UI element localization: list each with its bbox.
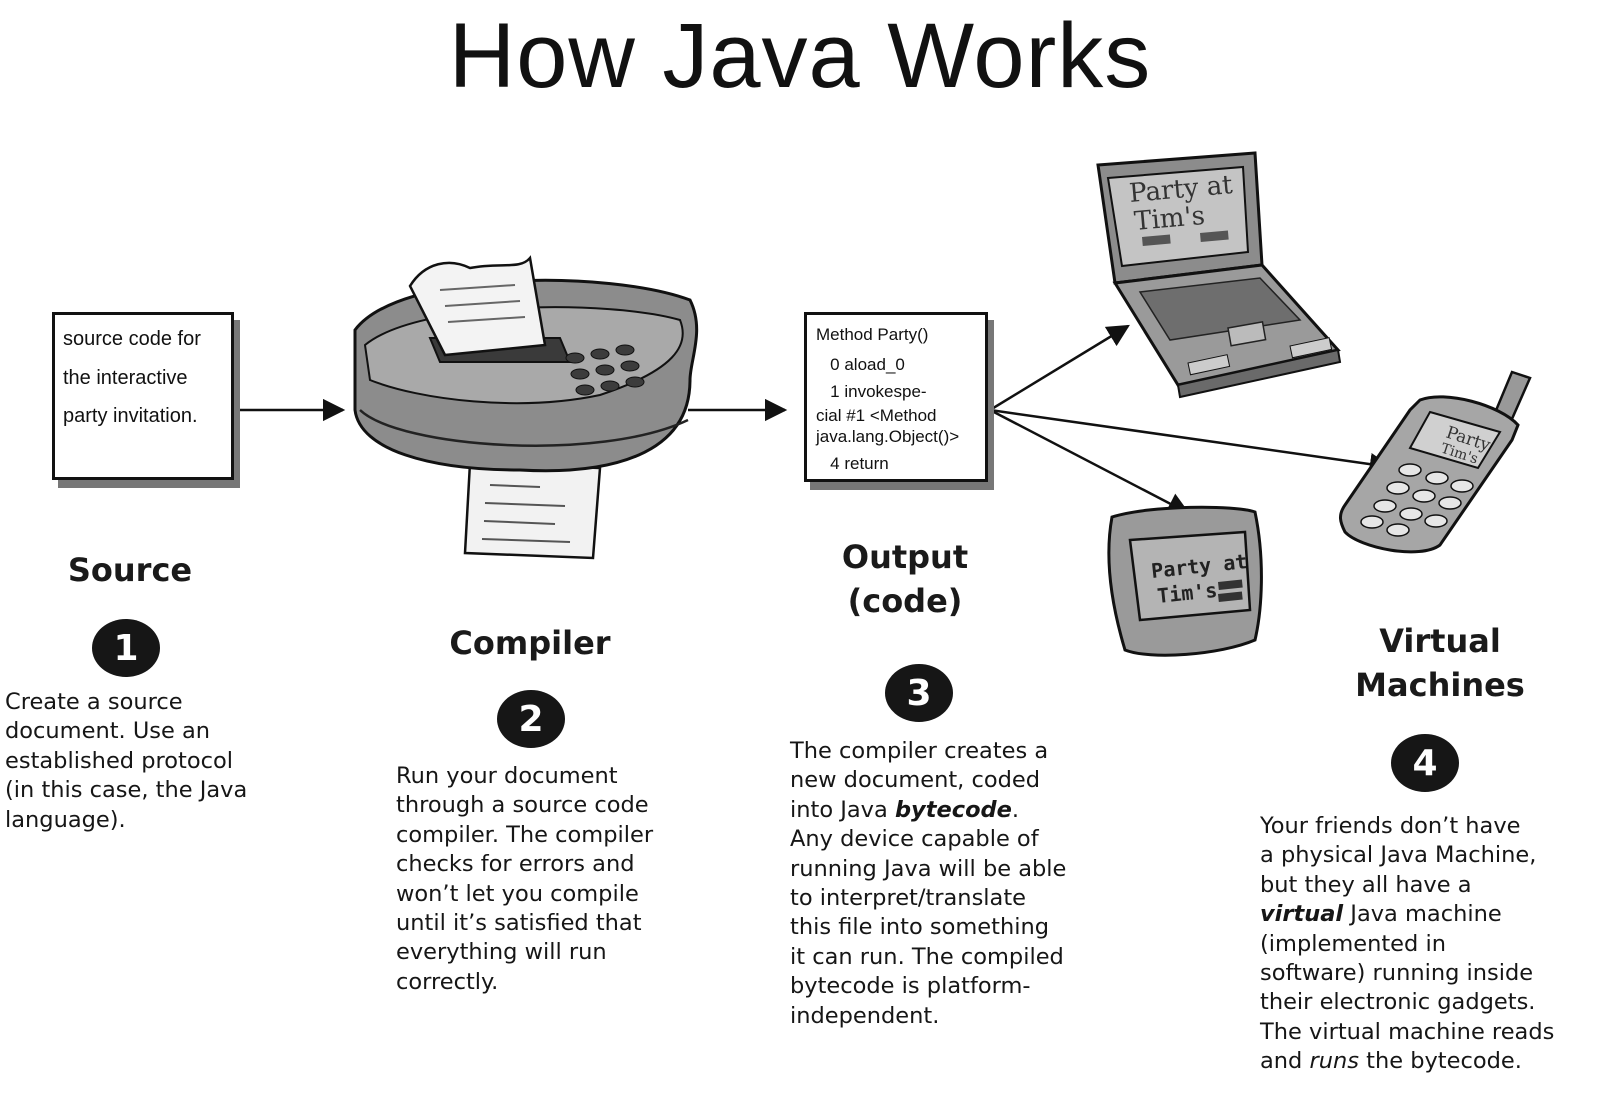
desc-line: their electronic gadgets. xyxy=(1260,989,1536,1016)
vm-label-line: Machines xyxy=(1355,666,1525,704)
desc-line: but they all have a xyxy=(1260,871,1472,898)
source-code-box: source code for the interactive party in… xyxy=(52,312,234,480)
page-title: How Java Works xyxy=(448,5,1152,107)
output-description: The compiler creates a new document, cod… xyxy=(790,737,1130,1031)
desc-text: and xyxy=(1260,1048,1310,1075)
bytecode-line: 0 aload_0 xyxy=(816,355,905,374)
output-label: Output (code) xyxy=(830,535,980,623)
desc-line: until it’s satisfied that xyxy=(396,910,642,937)
source-description: Create a source document. Use an establi… xyxy=(5,688,305,835)
desc-line: and runs the bytecode. xyxy=(1260,1047,1600,1076)
vm-description: Your friends don’t have a physical Java … xyxy=(1260,812,1600,1077)
source-box-line: the interactive xyxy=(63,366,188,389)
desc-line: software) running inside xyxy=(1260,960,1534,987)
desc-line: running Java will be able xyxy=(790,855,1067,882)
desc-line: (implemented in xyxy=(1260,930,1446,957)
desc-line: Your friends don’t have xyxy=(1260,813,1521,839)
desc-line: correctly. xyxy=(396,968,499,995)
desc-emphasis-runs: runs xyxy=(1309,1048,1359,1075)
arrow-output-to-laptop xyxy=(989,324,1130,412)
bytecode-box: Method Party() 0 aload_0 1 invokespe- ci… xyxy=(804,312,988,482)
source-box-line: party invitation. xyxy=(63,405,198,427)
bytecode-line: 1 invokespe- xyxy=(816,382,927,401)
bytecode-line: Method Party() xyxy=(816,325,929,344)
desc-text: . xyxy=(1011,796,1020,823)
desc-line: Create a source xyxy=(5,689,183,715)
compiler-machine-icon xyxy=(353,255,699,560)
desc-line: through a source code xyxy=(396,792,649,819)
desc-line: new document, coded xyxy=(790,767,1041,794)
desc-line: independent. xyxy=(790,1002,940,1029)
desc-line: everything will run xyxy=(396,939,607,966)
bytecode-line: 4 return xyxy=(816,454,889,473)
desc-text: the bytecode. xyxy=(1358,1048,1522,1075)
desc-line: The compiler creates a xyxy=(790,738,1049,764)
output-label-line: (code) xyxy=(847,582,963,620)
desc-line: checks for errors and xyxy=(396,851,635,878)
desc-line: language). xyxy=(5,806,126,833)
arrow-output-to-device xyxy=(989,408,1190,515)
desc-line: The virtual machine reads xyxy=(1260,1018,1555,1045)
compiler-description: Run your document through a source code … xyxy=(396,762,716,997)
desc-line: it can run. The compiled xyxy=(790,943,1064,970)
vm-label-line: Virtual xyxy=(1379,622,1501,660)
desc-line: Any device capable of xyxy=(790,826,1039,853)
desc-line: virtual Java machine xyxy=(1260,900,1600,929)
laptop-icon: Party at Tim's xyxy=(1096,151,1342,399)
bytecode-line: java.lang.Object()> xyxy=(816,427,960,446)
arrow-output-to-phone xyxy=(989,408,1393,476)
bytecode-line: cial #1 <Method xyxy=(816,406,937,425)
desc-line: a physical Java Machine, xyxy=(1260,842,1537,869)
desc-emphasis-virtual: virtual xyxy=(1260,901,1344,928)
desc-emphasis-bytecode: bytecode xyxy=(894,796,1012,823)
desc-line: established protocol xyxy=(5,747,233,774)
desc-line: (in this case, the Java xyxy=(5,777,248,804)
handheld-device-icon: Party at Tim's xyxy=(1107,505,1263,657)
desc-line: compiler. The compiler xyxy=(396,821,654,848)
desc-line: bytecode is platform- xyxy=(790,973,1031,1000)
desc-line: Run your document xyxy=(396,763,618,789)
desc-text: into Java xyxy=(790,796,895,823)
source-box-line: source code for xyxy=(63,328,201,350)
virtual-machines-label: Virtual Machines xyxy=(1340,619,1540,707)
output-label-line: Output xyxy=(841,538,969,576)
desc-line: won’t let you compile xyxy=(396,880,639,907)
desc-line: to interpret/translate xyxy=(790,885,1026,912)
laptop-screen-text-2: Tim's xyxy=(1133,201,1206,237)
desc-line: this file into something xyxy=(790,914,1050,941)
step-4-badge: 4 xyxy=(1391,734,1459,792)
step-3-badge: 3 xyxy=(885,664,953,722)
desc-line: document. Use an xyxy=(5,718,211,745)
desc-line: into Java bytecode. xyxy=(790,796,1130,825)
desc-text: Java machine xyxy=(1343,901,1502,928)
source-label: Source xyxy=(67,551,193,589)
step-2-badge: 2 xyxy=(497,690,565,748)
step-1-badge: 1 xyxy=(92,619,160,677)
compiler-label: Compiler xyxy=(449,624,611,662)
cell-phone-icon: Party Tim's xyxy=(1339,370,1532,554)
